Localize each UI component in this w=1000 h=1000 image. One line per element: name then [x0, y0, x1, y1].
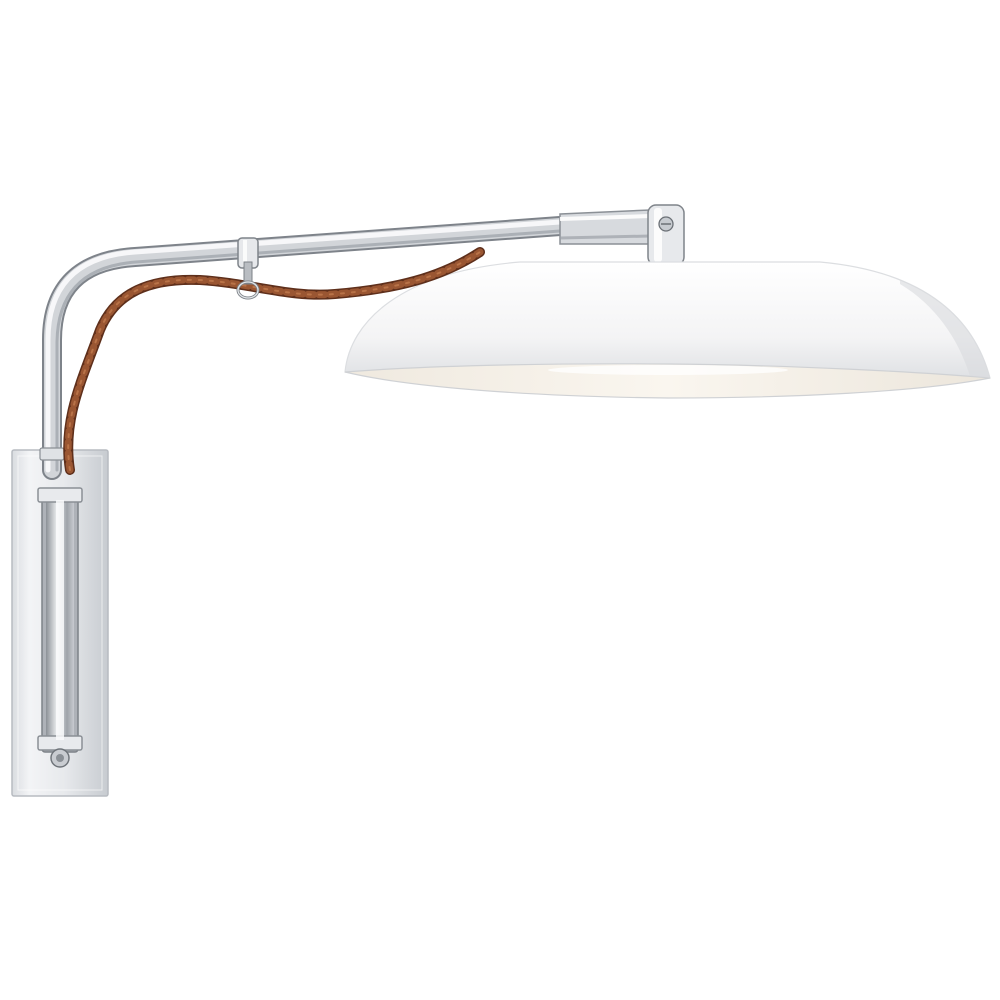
lamp-arm — [39, 216, 570, 480]
lamp-shade — [344, 261, 991, 399]
cord-clip — [236, 261, 260, 300]
plate-switch-knob — [50, 748, 70, 768]
pivot-knuckle — [647, 204, 685, 266]
twisted-cord — [63, 247, 485, 475]
arm-end-sleeve — [559, 209, 651, 245]
plate-slot — [37, 487, 83, 753]
